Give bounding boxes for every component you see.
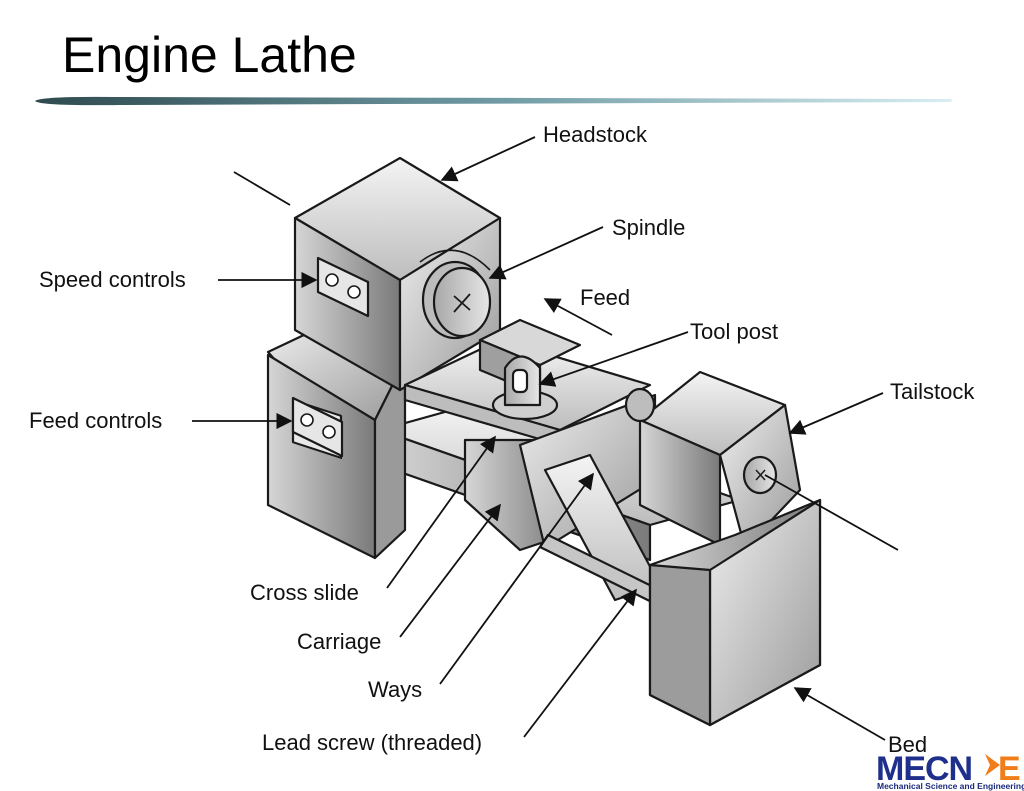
title-underline <box>35 96 953 106</box>
label-ways: Ways <box>368 677 422 702</box>
leader-tool-post <box>538 331 689 387</box>
label-cross-slide: Cross slide <box>250 580 359 605</box>
leader-cross-slide <box>386 435 496 589</box>
label-bed: Bed <box>888 732 927 757</box>
leader-lead-screw <box>523 588 637 738</box>
logo-arrow-icon <box>985 754 1000 776</box>
mecse-logo: MECN E Mechanical Science and Engineerin… <box>876 750 1024 791</box>
decor-line-top <box>233 171 291 206</box>
logo-text-main: MECN <box>876 750 972 788</box>
leader-feed <box>543 298 613 336</box>
label-lead-screw: Lead screw (threaded) <box>262 730 482 755</box>
logo-text-end: E <box>998 750 1020 788</box>
label-feed-controls: Feed controls <box>29 408 162 433</box>
leader-headstock <box>440 136 536 182</box>
leader-ways <box>439 472 594 685</box>
leader-bed <box>793 687 886 741</box>
leader-carriage <box>399 503 501 638</box>
tool-post <box>491 355 559 421</box>
label-tailstock: Tailstock <box>890 379 975 404</box>
spindle-chuck <box>419 249 492 340</box>
decor-line-right <box>764 474 899 551</box>
label-spindle: Spindle <box>612 215 685 240</box>
label-carriage: Carriage <box>297 629 381 654</box>
tailstock <box>624 370 802 550</box>
labels: Headstock Spindle Speed controls Feed To… <box>29 122 975 757</box>
leader-tailstock <box>788 392 884 435</box>
slide-title: Engine Lathe <box>62 27 357 83</box>
bed-end-leg <box>648 498 822 727</box>
label-feed: Feed <box>580 285 630 310</box>
label-tool-post: Tool post <box>690 319 778 344</box>
label-headstock: Headstock <box>543 122 648 147</box>
logo-subtitle: Mechanical Science and Engineering <box>877 781 1024 791</box>
leader-lines <box>192 136 899 741</box>
leader-spindle <box>488 226 604 280</box>
lathe-body <box>266 156 822 727</box>
speed-controls-panel <box>316 256 370 318</box>
label-speed-controls: Speed controls <box>39 267 186 292</box>
